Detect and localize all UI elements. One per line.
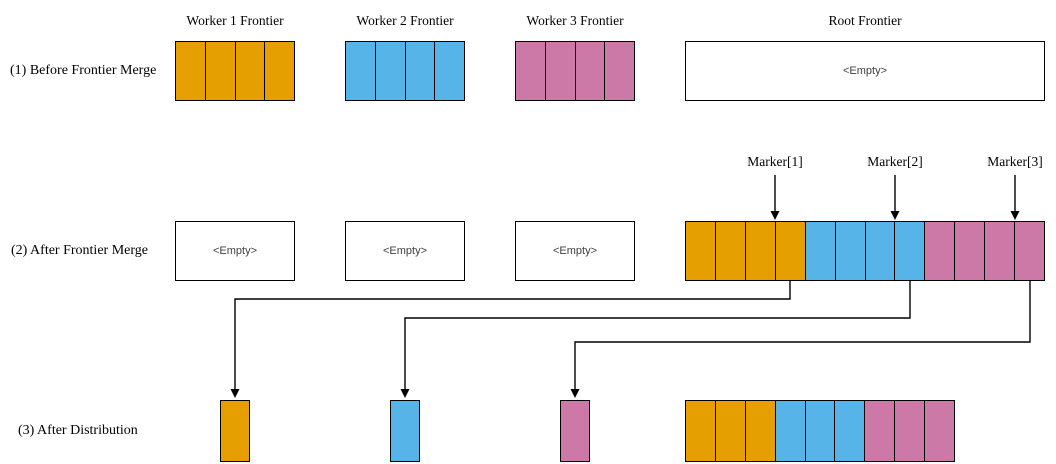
frontier-cell-worker2	[805, 401, 836, 461]
frontier-cell-worker1	[235, 42, 266, 100]
empty-label: <Empty>	[212, 245, 258, 257]
row-label-before-merge: (1) Before Frontier Merge	[10, 63, 157, 78]
frontier-cell-worker1	[221, 401, 249, 461]
distribution-connector-worker3-arrowhead	[570, 389, 580, 398]
frontier-cell-worker3	[516, 42, 546, 100]
row-label-after-distribution: (3) After Distribution	[18, 423, 138, 438]
empty-label: <Empty>	[552, 245, 598, 257]
frontier-cell-worker3	[605, 42, 634, 100]
frontier-cell-worker2	[775, 401, 806, 461]
worker3-frontier-before	[515, 41, 635, 101]
frontier-cell-worker2	[435, 42, 464, 100]
root-frontier-after-distribution	[685, 400, 955, 462]
marker-3-label: Marker[3]	[987, 154, 1043, 169]
column-title-root: Root Frontier	[828, 13, 902, 28]
frontier-cell-worker2	[375, 42, 406, 100]
frontier-cell-worker3	[1015, 222, 1045, 280]
frontier-cell-worker1	[686, 222, 716, 280]
frontier-cell-worker2	[391, 401, 419, 461]
frontier-cell-worker3	[955, 222, 986, 280]
frontier-cell-worker3	[925, 222, 956, 280]
frontier-cell-worker3	[561, 401, 589, 461]
frontier-cell-worker1	[745, 222, 776, 280]
distribution-connector-worker1	[234, 281, 791, 390]
frontier-cell-worker1	[265, 42, 294, 100]
frontier-cell-worker1	[176, 42, 206, 100]
frontier-cell-worker3	[895, 401, 926, 461]
worker1-frontier-after-distribution	[220, 400, 250, 462]
frontier-cell-worker3	[575, 42, 606, 100]
marker-3-arrowhead	[1010, 211, 1020, 220]
empty-label: <Empty>	[842, 65, 888, 77]
marker-2-arrowhead	[890, 211, 900, 220]
worker2-frontier-before	[345, 41, 465, 101]
row-label-after-merge: (2) After Frontier Merge	[11, 243, 148, 258]
worker1-frontier-before	[175, 41, 295, 101]
worker1-frontier-after-merge: <Empty>	[175, 221, 295, 281]
root-frontier-before: <Empty>	[685, 41, 1045, 101]
frontier-cell-worker1	[715, 401, 746, 461]
empty-label: <Empty>	[382, 245, 428, 257]
frontier-cell-worker2	[865, 222, 896, 280]
worker2-frontier-after-distribution	[390, 400, 420, 462]
root-frontier-after-merge	[685, 221, 1045, 281]
column-title-worker1: Worker 1 Frontier	[186, 13, 284, 28]
frontier-cell-worker2	[895, 222, 926, 280]
frontier-cell-worker1	[205, 42, 236, 100]
worker2-frontier-after-merge: <Empty>	[345, 221, 465, 281]
column-title-worker2: Worker 2 Frontier	[356, 13, 454, 28]
frontier-cell-worker2	[835, 222, 866, 280]
frontier-cell-worker3	[925, 401, 955, 461]
distribution-connector-worker2	[404, 281, 911, 390]
distribution-connector-worker2-arrowhead	[400, 389, 410, 398]
worker3-frontier-after-merge: <Empty>	[515, 221, 635, 281]
frontier-cell-worker2	[805, 222, 836, 280]
distribution-connector-worker1-arrowhead	[230, 389, 240, 398]
distribution-connector-worker3	[574, 281, 1031, 390]
frontier-cell-worker2	[346, 42, 376, 100]
frontier-cell-worker2	[405, 42, 436, 100]
frontier-cell-worker2	[835, 401, 866, 461]
frontier-cell-worker3	[865, 401, 896, 461]
column-title-worker3: Worker 3 Frontier	[526, 13, 624, 28]
frontier-cell-worker3	[545, 42, 576, 100]
marker-1-arrowhead	[770, 211, 780, 220]
marker-2-label: Marker[2]	[867, 154, 923, 169]
frontier-cell-worker1	[745, 401, 776, 461]
marker-1-label: Marker[1]	[747, 154, 803, 169]
frontier-cell-worker3	[985, 222, 1016, 280]
frontier-cell-worker1	[715, 222, 746, 280]
worker3-frontier-after-distribution	[560, 400, 590, 462]
frontier-cell-worker1	[686, 401, 716, 461]
frontier-cell-worker1	[775, 222, 806, 280]
